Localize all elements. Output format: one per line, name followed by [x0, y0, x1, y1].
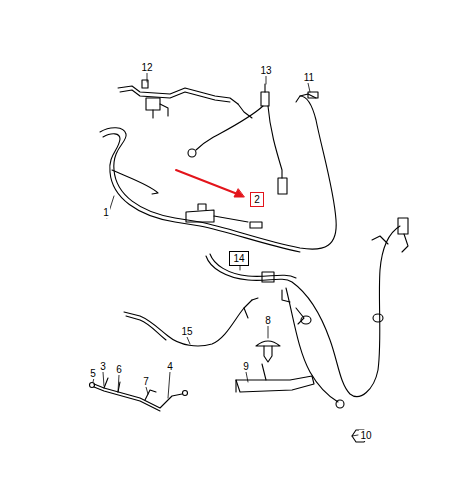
callout-number: 9 [242, 361, 250, 372]
callout-number: 13 [259, 65, 272, 76]
callout-box: 2 [250, 192, 264, 207]
callout-number: 7 [142, 376, 150, 387]
callout-number: 2 [254, 194, 260, 205]
callout-number: 8 [264, 315, 272, 326]
callout-number: 3 [99, 361, 107, 372]
callout-number: 4 [166, 361, 174, 372]
callout-number: 15 [180, 326, 193, 337]
callout-number: 6 [115, 364, 123, 375]
callout-number: 10 [359, 430, 372, 441]
callout-box: 14 [229, 251, 248, 266]
callout-number: 5 [89, 368, 97, 379]
callout-number: 1 [102, 207, 110, 218]
callout-number: 11 [303, 72, 315, 83]
callout-number: 12 [140, 62, 153, 73]
callout-number: 14 [233, 253, 244, 264]
